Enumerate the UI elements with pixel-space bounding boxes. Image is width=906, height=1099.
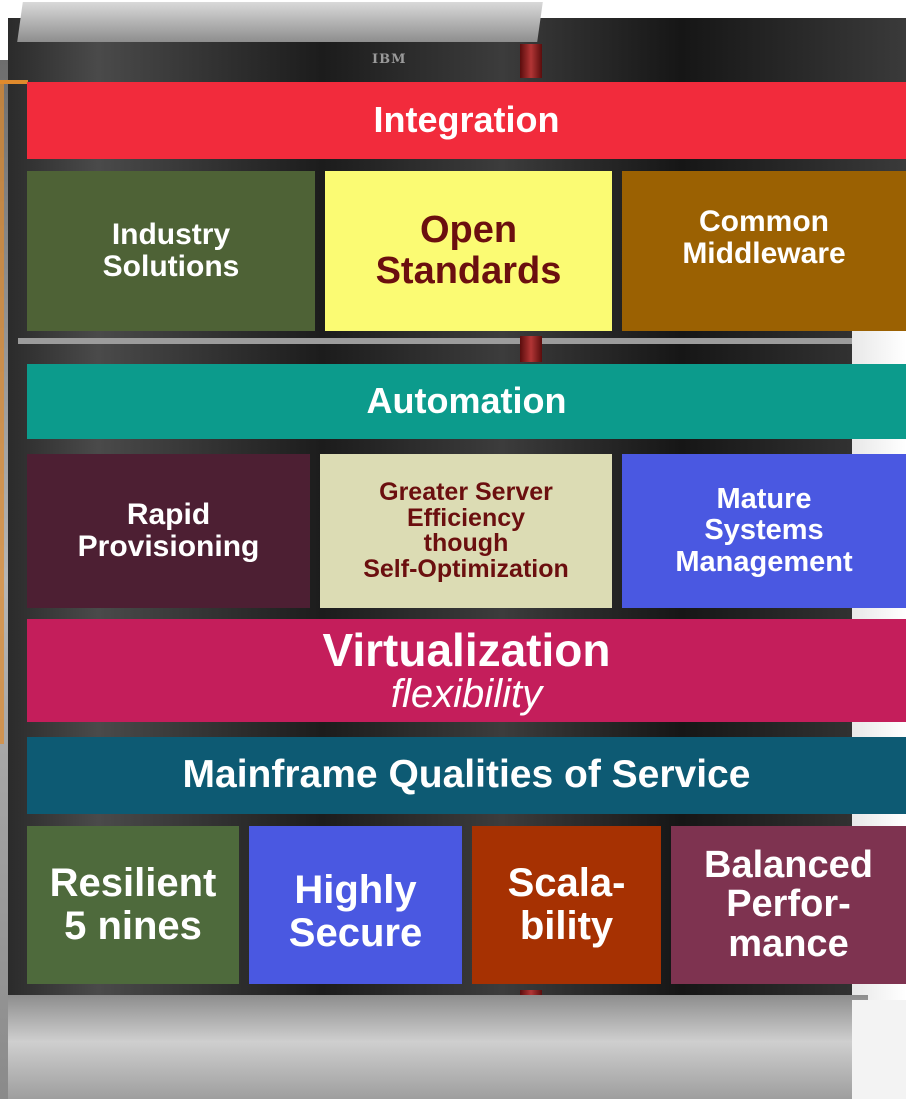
greater-efficiency-line-2: Efficiency (406, 503, 526, 532)
open-standards-line-1: Open (419, 208, 518, 251)
scalability-line-2: bility (519, 904, 614, 948)
resilient-box: Resilient 5 nines (27, 826, 239, 984)
common-middleware-line-1: Common (699, 204, 829, 238)
greater-efficiency-line-1: Greater Server (379, 478, 553, 506)
industry-solutions-line-1: Industry (111, 217, 231, 251)
qualities-of-service-title: Mainframe Qualities of Service (182, 753, 751, 797)
bottom-right-panel (852, 1000, 906, 1099)
highly-secure-line-2: Secure (288, 911, 423, 955)
rapid-provisioning-line-2: Provisioning (77, 530, 260, 563)
greater-efficiency-line-3: though (423, 529, 509, 557)
highly-secure-line-1: Highly (294, 867, 417, 912)
scalability-box: Scala- bility (472, 826, 661, 984)
mature-systems-management-box: Mature Systems Management (622, 454, 906, 608)
resilient-line-1: Resilient (49, 860, 217, 905)
rapid-provisioning-box: Rapid Provisioning (27, 454, 310, 608)
automation-banner: Automation (27, 364, 906, 439)
ibm-logo: IBM (372, 52, 407, 67)
common-middleware-box: Common Middleware (622, 171, 906, 331)
mature-systems-line-2: Systems (704, 514, 824, 547)
qualities-of-service-banner: Mainframe Qualities of Service (27, 737, 906, 814)
scalability-line-1: Scala- (507, 860, 626, 905)
greater-efficiency-line-4: Self-Optimization (363, 554, 569, 583)
automation-title: Automation (366, 380, 567, 422)
integration-title: Integration (373, 99, 560, 141)
mature-systems-line-3: Management (675, 545, 853, 578)
open-standards-line-2: Standards (375, 250, 562, 292)
red-stripe-top (520, 44, 542, 78)
resilient-line-2: 5 nines (64, 904, 202, 948)
integration-banner: Integration (27, 82, 906, 159)
balanced-performance-line-3: mance (728, 922, 849, 965)
cabinet-top-cover (17, 2, 543, 42)
industry-solutions-box: Industry Solutions (27, 171, 315, 331)
orange-border-top (0, 80, 28, 84)
common-middleware-line-2: Middleware (682, 237, 846, 270)
mature-systems-line-1: Mature (716, 483, 812, 516)
balanced-performance-line-2: Perfor- (726, 883, 851, 926)
open-standards-box: Open Standards (325, 171, 612, 331)
virtualization-subtitle: flexibility (390, 671, 543, 716)
orange-border-left (0, 84, 4, 744)
rapid-provisioning-line-1: Rapid (126, 497, 211, 531)
balanced-performance-line-1: Balanced (704, 843, 873, 886)
cabinet-base (8, 995, 868, 1099)
virtualization-title: Virtualization (322, 623, 611, 676)
greater-server-efficiency-box: Greater Server Efficiency though Self-Op… (320, 454, 612, 608)
virtualization-banner: Virtualization flexibility (27, 619, 906, 722)
red-stripe-mid (520, 336, 542, 362)
balanced-performance-box: Balanced Perfor- mance (671, 826, 906, 984)
cabinet-gap-strip (18, 338, 906, 344)
highly-secure-box: Highly Secure (249, 826, 462, 984)
industry-solutions-line-2: Solutions (102, 250, 240, 283)
